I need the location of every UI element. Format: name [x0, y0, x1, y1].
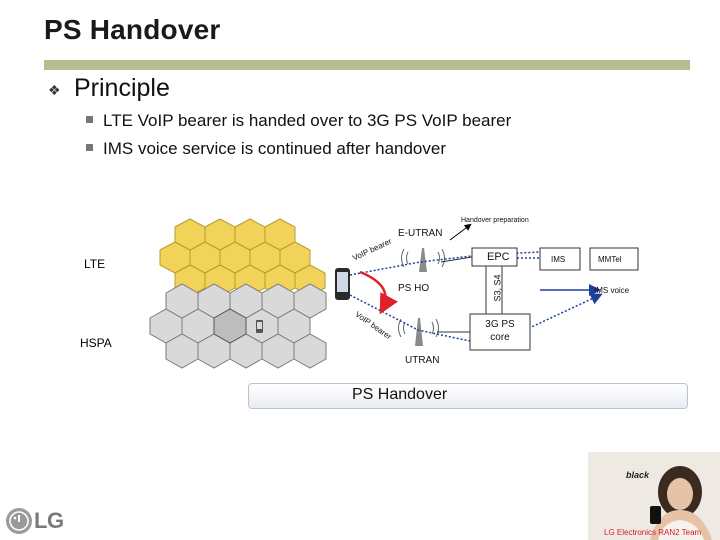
mobile-phone-icon: [335, 268, 350, 300]
core-3g-box: [469, 313, 531, 351]
promo-photo-icon: [588, 452, 720, 540]
utran-antenna-icon: [398, 318, 439, 346]
handover-preparation-arrow: [449, 223, 472, 241]
bullet-text: IMS voice service is continued after han…: [103, 139, 447, 158]
epc-label: EPC: [487, 251, 510, 263]
square-bullet-icon: [86, 144, 93, 152]
core-ims-link: [524, 293, 603, 331]
handover-preparation-label: Handover preparation: [461, 217, 529, 224]
core-3g-label-2: core: [490, 332, 510, 343]
ps-ho-arrow: [359, 270, 398, 315]
ims-voice-label: IMS voice: [594, 286, 630, 295]
lg-logo-icon: [6, 508, 32, 534]
promo-tagline: black: [626, 470, 650, 480]
hspa-label: HSPA: [80, 336, 112, 350]
lte-cells: [159, 218, 326, 297]
bullet-icon: ❖: [48, 82, 61, 98]
core-3g-label-1: 3G PS: [485, 319, 515, 330]
lg-logo-text: LG: [34, 508, 64, 533]
small-phone-icon: [256, 320, 263, 333]
ims-box: [539, 247, 581, 271]
title-divider: [44, 60, 690, 70]
square-bullet-icon: [86, 116, 93, 124]
bullet-text: LTE VoIP bearer is handed over to 3G PS …: [103, 111, 512, 130]
promo-image: black: [588, 452, 720, 540]
voip-bearer-path-bottom: [349, 294, 471, 342]
hspa-highlight-cell: [213, 308, 247, 344]
lte-antenna-icon: [401, 248, 445, 272]
footer-credit: LG Electronics RAN2 Team: [604, 528, 702, 537]
mmtel-box: [589, 247, 639, 271]
e-utran-label: E-UTRAN: [398, 228, 443, 239]
mmtel-label: MMTel: [598, 255, 622, 264]
page-title: PS Handover: [44, 14, 221, 45]
bullet-item: LTE VoIP bearer is handed over to 3G PS …: [86, 111, 511, 131]
ims-label: IMS: [551, 255, 566, 264]
utran-label: UTRAN: [405, 355, 440, 366]
section-heading: Principle: [74, 74, 170, 102]
lte-label: LTE: [84, 257, 106, 271]
ps-ho-label: PS HO: [398, 283, 430, 294]
ps-handover-label: PS Handover: [352, 386, 448, 403]
bullet-item: IMS voice service is continued after han…: [86, 139, 446, 159]
ps-handover-bar: [248, 383, 688, 409]
s3-s4-label: S3, S4: [492, 274, 503, 302]
